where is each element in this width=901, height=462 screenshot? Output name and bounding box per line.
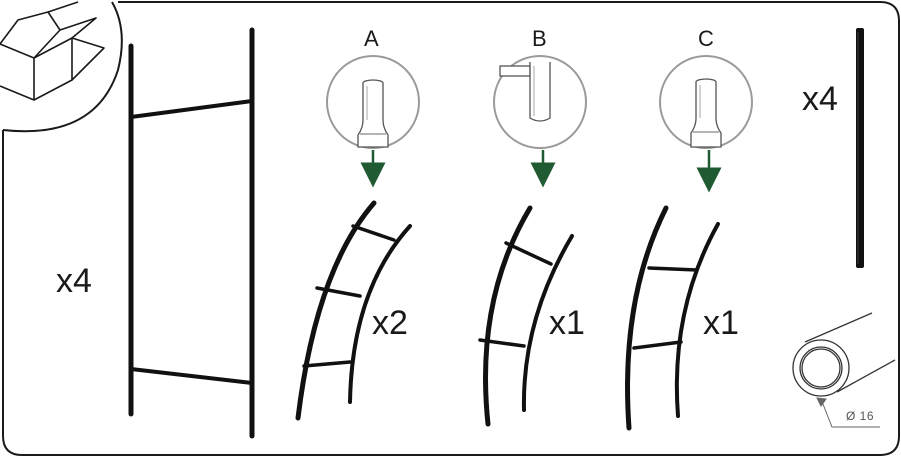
sleeve-connector-icon (690, 78, 722, 148)
ladder-frame-quantity: x4 (56, 262, 92, 300)
tube-cross-section (792, 312, 896, 397)
arc-c-quantity: x1 (703, 304, 739, 342)
detail-b-bubble (493, 55, 587, 149)
diameter-leader (816, 397, 880, 428)
arc-c-inner-rail (674, 222, 720, 418)
ladder-rung-bottom (129, 367, 254, 385)
arc-a-quantity: x2 (372, 304, 408, 342)
arc-a-rung (315, 286, 362, 298)
arc-a-inner-rail (348, 224, 412, 404)
box-icon (0, 1, 105, 101)
detail-c-bubble (659, 55, 753, 149)
tube-tee-icon (499, 62, 551, 122)
sleeve-connector-icon (357, 79, 389, 148)
arc-b-quantity: x1 (549, 304, 585, 342)
detail-letter-b: B (532, 26, 547, 51)
pole-quantity: x4 (802, 80, 838, 118)
arc-section-c (625, 205, 720, 431)
arc-b-rung (504, 241, 553, 266)
detail-a-bubble (326, 55, 420, 149)
arc-a-rung (302, 360, 352, 368)
arc-c-rung (632, 340, 683, 350)
arc-section-a (295, 200, 412, 421)
pole (856, 28, 864, 268)
ladder-rung-top (129, 99, 254, 119)
arc-b-inner-rail (521, 234, 574, 412)
arc-c-rung (647, 266, 699, 272)
arc-c-outer-rail (625, 205, 669, 431)
arc-b-rung (478, 338, 526, 348)
ladder-frame (128, 27, 255, 439)
detail-letter-c: C (698, 26, 714, 51)
box-inset (0, 1, 123, 133)
arc-section-b (478, 205, 574, 427)
arc-a-rung (351, 224, 396, 242)
detail-letter-a: A (364, 26, 379, 51)
tube-diameter-label: Ø 16 (846, 409, 875, 423)
arc-b-outer-rail (483, 205, 533, 427)
